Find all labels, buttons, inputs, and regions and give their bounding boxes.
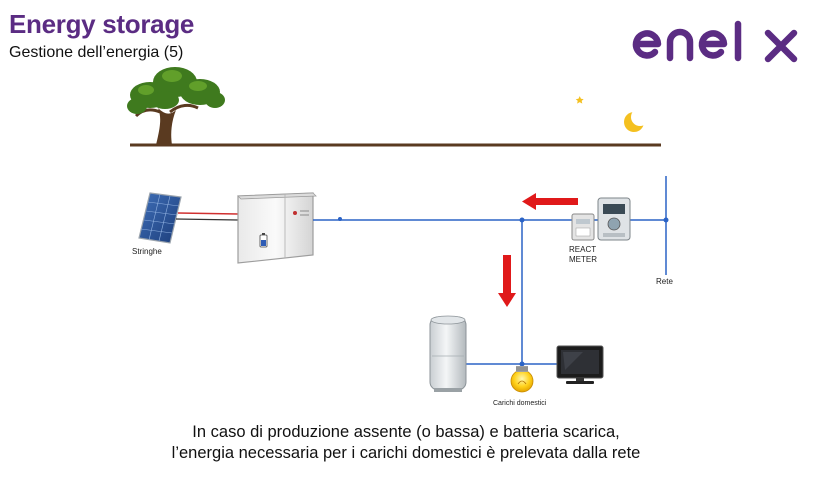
meter-icon — [571, 197, 631, 241]
label-rete: Rete — [656, 277, 673, 286]
page-title: Energy storage — [9, 9, 195, 39]
label-meter-line2: METER — [569, 255, 597, 264]
inverter-icon — [237, 192, 317, 264]
moon-icon — [575, 96, 649, 132]
arrow-left-icon — [522, 193, 578, 210]
caption-line-2: l’energia necessaria per i carichi domes… — [171, 444, 641, 462]
enel-x-logo — [632, 20, 798, 63]
bulb-icon — [510, 366, 534, 393]
caption-line-1: In caso di produzione assente (o bassa) … — [192, 423, 620, 441]
page-subtitle: Gestione dell’energia (5) — [9, 44, 184, 61]
caption: In caso di produzione assente (o bassa) … — [0, 422, 812, 464]
arrow-down-icon — [498, 255, 516, 307]
label-stringhe: Stringhe — [132, 247, 162, 256]
tv-icon — [556, 345, 604, 384]
tree-icon — [127, 67, 225, 145]
label-meter-line1: REACT — [569, 245, 597, 254]
label-carichi: Carichi domestici — [493, 400, 547, 407]
solar-panel-icon — [138, 192, 182, 244]
boiler-icon — [429, 315, 467, 392]
